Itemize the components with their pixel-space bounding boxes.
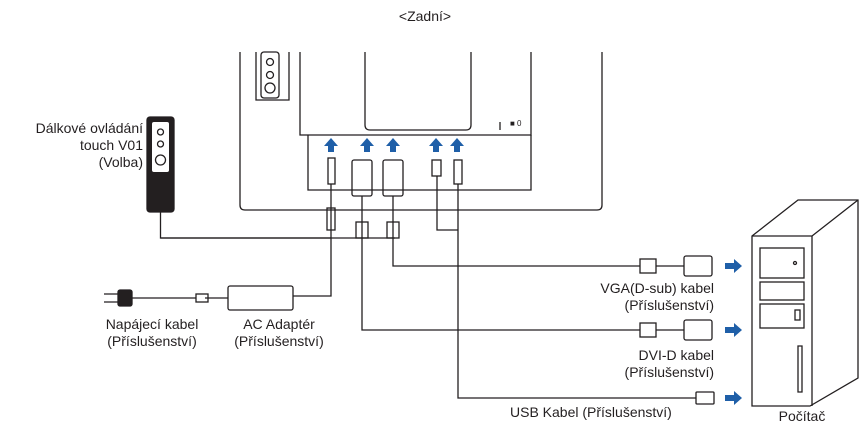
- vga-cable-label: VGA(D-sub) kabel (Příslušenství): [556, 280, 714, 314]
- remote-control: [146, 116, 175, 213]
- computer-label: Počítač: [778, 408, 826, 424]
- rightward-arrows: [725, 259, 742, 405]
- computer-tower: [751, 199, 859, 407]
- svg-text:■ 0: ■ 0: [510, 119, 522, 128]
- dvi-cable-label: DVI-D kabel (Příslušenství): [556, 347, 714, 381]
- diagram-title: <Zadní>: [398, 8, 452, 24]
- dvi-cable-label-line1: DVI-D kabel: [638, 347, 714, 363]
- power-cable-label: Napájecí kabel (Příslušenství): [88, 316, 216, 350]
- vga-cable-label-line1: VGA(D-sub) kabel: [600, 280, 714, 296]
- monitor-side-buttons: [260, 51, 280, 99]
- power-cable-label-line2: (Příslušenství): [107, 333, 197, 349]
- ac-adapter-label-line1: AC Adaptér: [243, 316, 315, 332]
- monitor-back: ■ 0: [239, 52, 603, 211]
- remote-label: Dálkové ovládání touch V01 (Volba): [0, 120, 143, 171]
- ac-adapter-label-line2: (Příslušenství): [234, 333, 324, 349]
- remote-label-line3: (Volba): [98, 154, 143, 170]
- remote-label-line2: touch V01: [79, 137, 143, 153]
- upward-arrows: [324, 138, 464, 152]
- ac-adapter-label: AC Adaptér (Příslušenství): [218, 316, 340, 350]
- power-cable-label-line1: Napájecí kabel: [105, 316, 199, 332]
- dvi-cable-label-line2: (Příslušenství): [624, 364, 714, 380]
- cables: [104, 176, 715, 405]
- remote-label-line1: Dálkové ovládání: [35, 120, 143, 136]
- usb-cable-label: USB Kabel (Příslušenství): [510, 404, 672, 420]
- vga-cable-label-line2: (Příslušenství): [624, 297, 714, 313]
